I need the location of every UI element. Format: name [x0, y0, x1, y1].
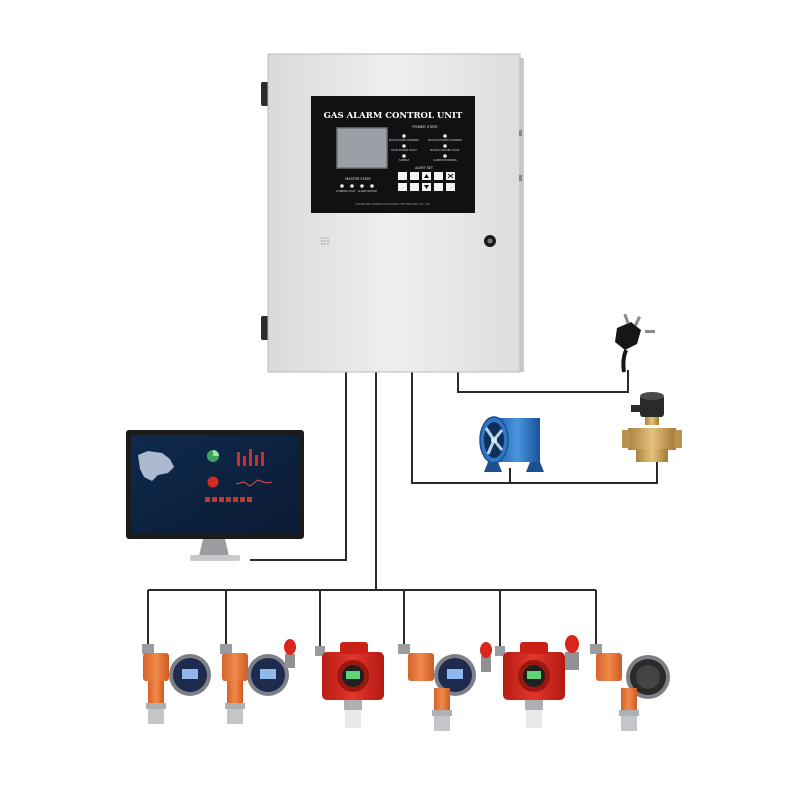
svg-text:ALARM: ALARM: [358, 190, 366, 193]
keypad[interactable]: [398, 172, 455, 191]
detector-2: [220, 639, 296, 724]
alert-set-label: ALERT SET: [415, 166, 434, 170]
key-right[interactable]: [446, 183, 455, 191]
key-1[interactable]: [398, 172, 407, 180]
solenoid-valve-icon: [622, 392, 682, 462]
beacon-icon: [284, 639, 296, 668]
master-state-label: MASTER STATE: [345, 177, 370, 181]
manufacturer-text: SHANDONG SENSOR ELECTRONIC TECHNOLOGY CO…: [355, 202, 431, 206]
wire-panel-to-power: [457, 370, 629, 393]
key-left[interactable]: [434, 183, 443, 191]
svg-text:BACKUP POWER RUNNING: BACKUP POWER RUNNING: [428, 138, 462, 142]
svg-text:BACKUP POWER FAULT: BACKUP POWER FAULT: [430, 148, 460, 152]
wire-panel-to-actuators: [411, 372, 658, 484]
lcd-screen: [336, 127, 388, 169]
key-2[interactable]: [410, 172, 419, 180]
speaker-grille-icon: [321, 237, 329, 245]
detector-6: [590, 644, 670, 731]
detector-5: [495, 635, 579, 728]
key-6[interactable]: [398, 183, 407, 191]
axial-fan-icon: [479, 416, 544, 472]
power-plug-icon: [615, 313, 655, 373]
status-leds: MAIN POWER RUNNING BACKUP POWER RUNNING …: [389, 134, 462, 162]
svg-text:SAMPLE: SAMPLE: [399, 158, 410, 162]
wiring: [147, 370, 658, 648]
svg-text:MAIN POWER FAULT: MAIN POWER FAULT: [391, 148, 417, 152]
svg-text:FAULT: FAULT: [348, 190, 356, 193]
key-7[interactable]: [410, 183, 419, 191]
detector-4: [398, 642, 492, 731]
master-state-leds: RUNNING FAULT ALARM SILENCE: [336, 184, 377, 193]
beacon-icon: [480, 642, 492, 672]
detector-3: [315, 642, 384, 728]
monitor-icon: [126, 430, 304, 561]
panel-title: GAS ALARM CONTROL UNIT: [324, 111, 463, 121]
beacon-icon: [565, 635, 579, 670]
svg-text:SAMPLE RUNNING: SAMPLE RUNNING: [433, 158, 456, 162]
key-ok[interactable]: [434, 172, 443, 180]
svg-text:RUNNING: RUNNING: [336, 190, 347, 193]
control-cabinet: GAS ALARM CONTROL UNIT POWER STATE MAIN …: [261, 53, 524, 373]
power-state-label: POWER STATE: [412, 125, 438, 129]
svg-text:SILENCE: SILENCE: [367, 190, 378, 193]
svg-text:MAIN POWER RUNNING: MAIN POWER RUNNING: [389, 138, 419, 142]
wire-panel-to-monitor: [250, 372, 347, 561]
detector-1: [142, 644, 211, 724]
